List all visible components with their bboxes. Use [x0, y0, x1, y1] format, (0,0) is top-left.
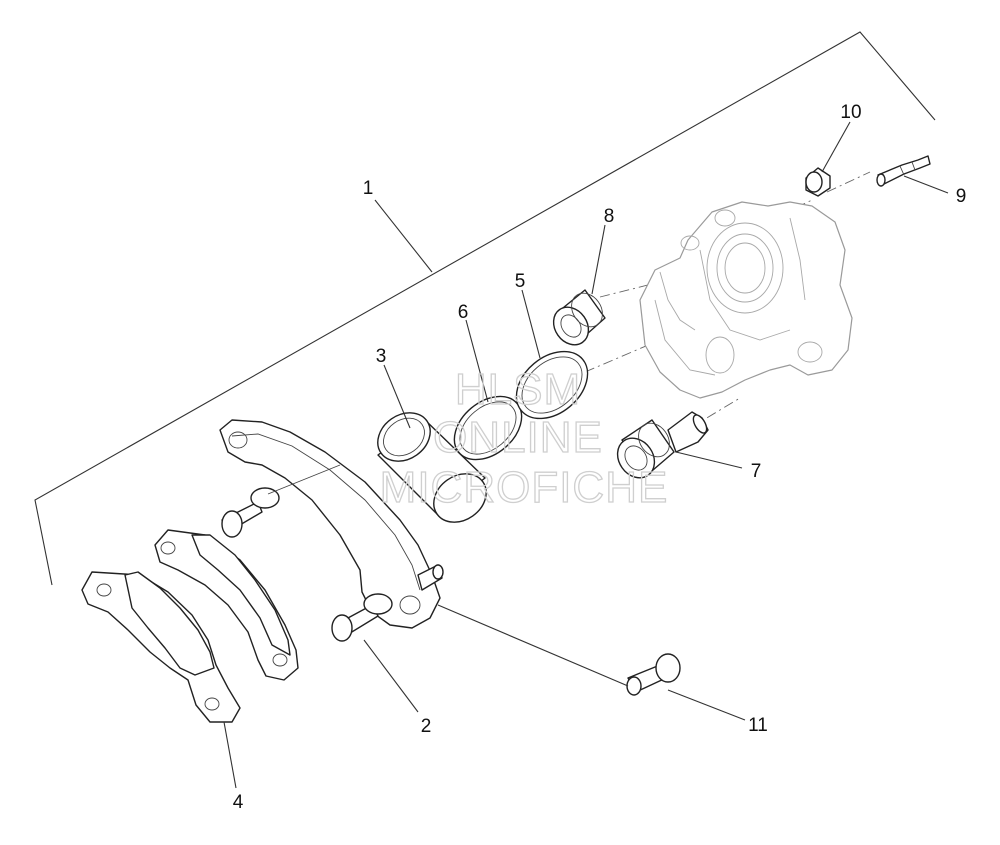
- caliper-bracket: [219, 419, 444, 642]
- callout-3: 3: [376, 346, 387, 367]
- brake-pads: [81, 529, 299, 723]
- callout-6: 6: [458, 302, 469, 323]
- callout-4: 4: [233, 792, 244, 813]
- callout-10: 10: [840, 102, 861, 123]
- watermark-line-1: HLSM: [455, 365, 581, 414]
- piston: [377, 412, 487, 523]
- callout-7: 7: [751, 461, 762, 482]
- callout-11: 11: [748, 715, 768, 736]
- callout-labels: 1 2 3 4 5 6 7 8 9 10 11: [233, 102, 967, 813]
- slide-pin-boot-upper: [552, 289, 606, 346]
- callout-9: 9: [956, 186, 967, 207]
- watermark: HLSM ONLINE MICROFICHE: [379, 364, 669, 512]
- slide-pin-boot-lower: [616, 411, 709, 479]
- watermark-line-3: MICROFICHE: [380, 463, 669, 512]
- caliper-body: [639, 201, 853, 399]
- leader-lines: [223, 121, 949, 789]
- watermark-line-2: ONLINE: [433, 413, 603, 462]
- mounting-bolt: [626, 653, 681, 696]
- bleeder-screw: [876, 155, 931, 187]
- callout-1: 1: [363, 178, 374, 199]
- callout-5: 5: [515, 271, 526, 292]
- callout-2: 2: [421, 716, 432, 737]
- bleeder-cap: [805, 167, 831, 197]
- dust-seal: [515, 350, 589, 420]
- assembly-bracket: [34, 31, 936, 586]
- callout-8: 8: [604, 206, 615, 227]
